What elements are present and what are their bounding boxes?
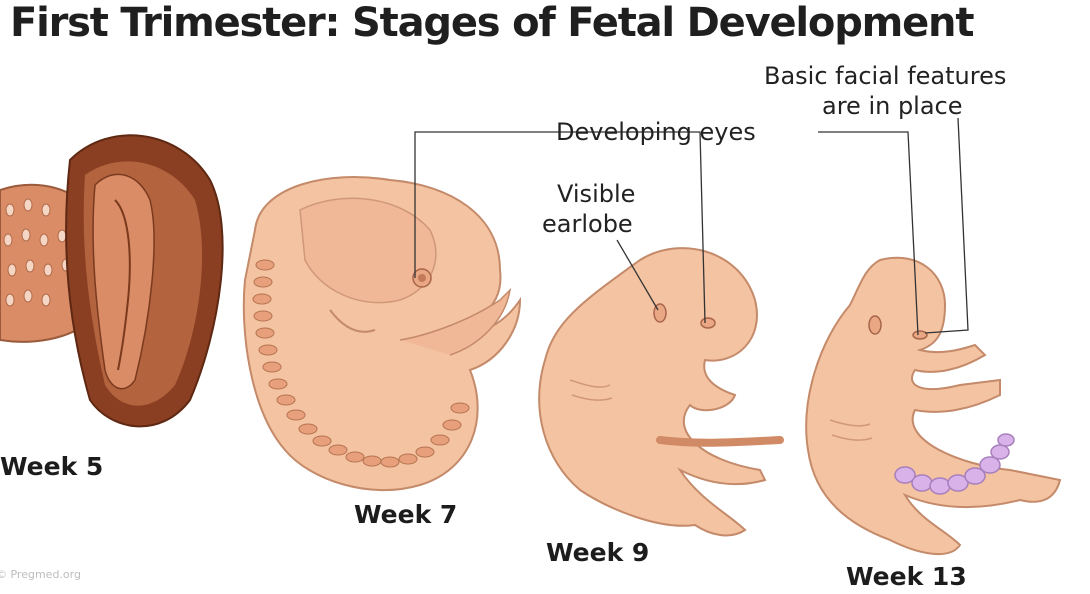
annotation-basic-facial-line1: Basic facial features: [764, 62, 1006, 90]
week-5-label: Week 5: [0, 452, 103, 481]
week-13-fetus-illustration: [806, 258, 1060, 554]
watermark: © Pregmed.org: [0, 568, 81, 581]
week-7-label: Week 7: [354, 500, 457, 529]
annotation-developing-eyes: Developing eyes: [556, 118, 756, 146]
week-5-embryo-illustration: [0, 135, 223, 426]
annotation-visible-earlobe-line1: Visible: [557, 180, 635, 208]
week-13-label: Week 13: [846, 562, 967, 591]
week-9-label: Week 9: [546, 538, 649, 567]
annotation-visible-earlobe-line2: earlobe: [542, 210, 633, 238]
annotation-basic-facial-line2: are in place: [822, 92, 963, 120]
week-7-embryo-illustration: [244, 177, 520, 490]
week-9-fetus-illustration: [539, 248, 780, 535]
